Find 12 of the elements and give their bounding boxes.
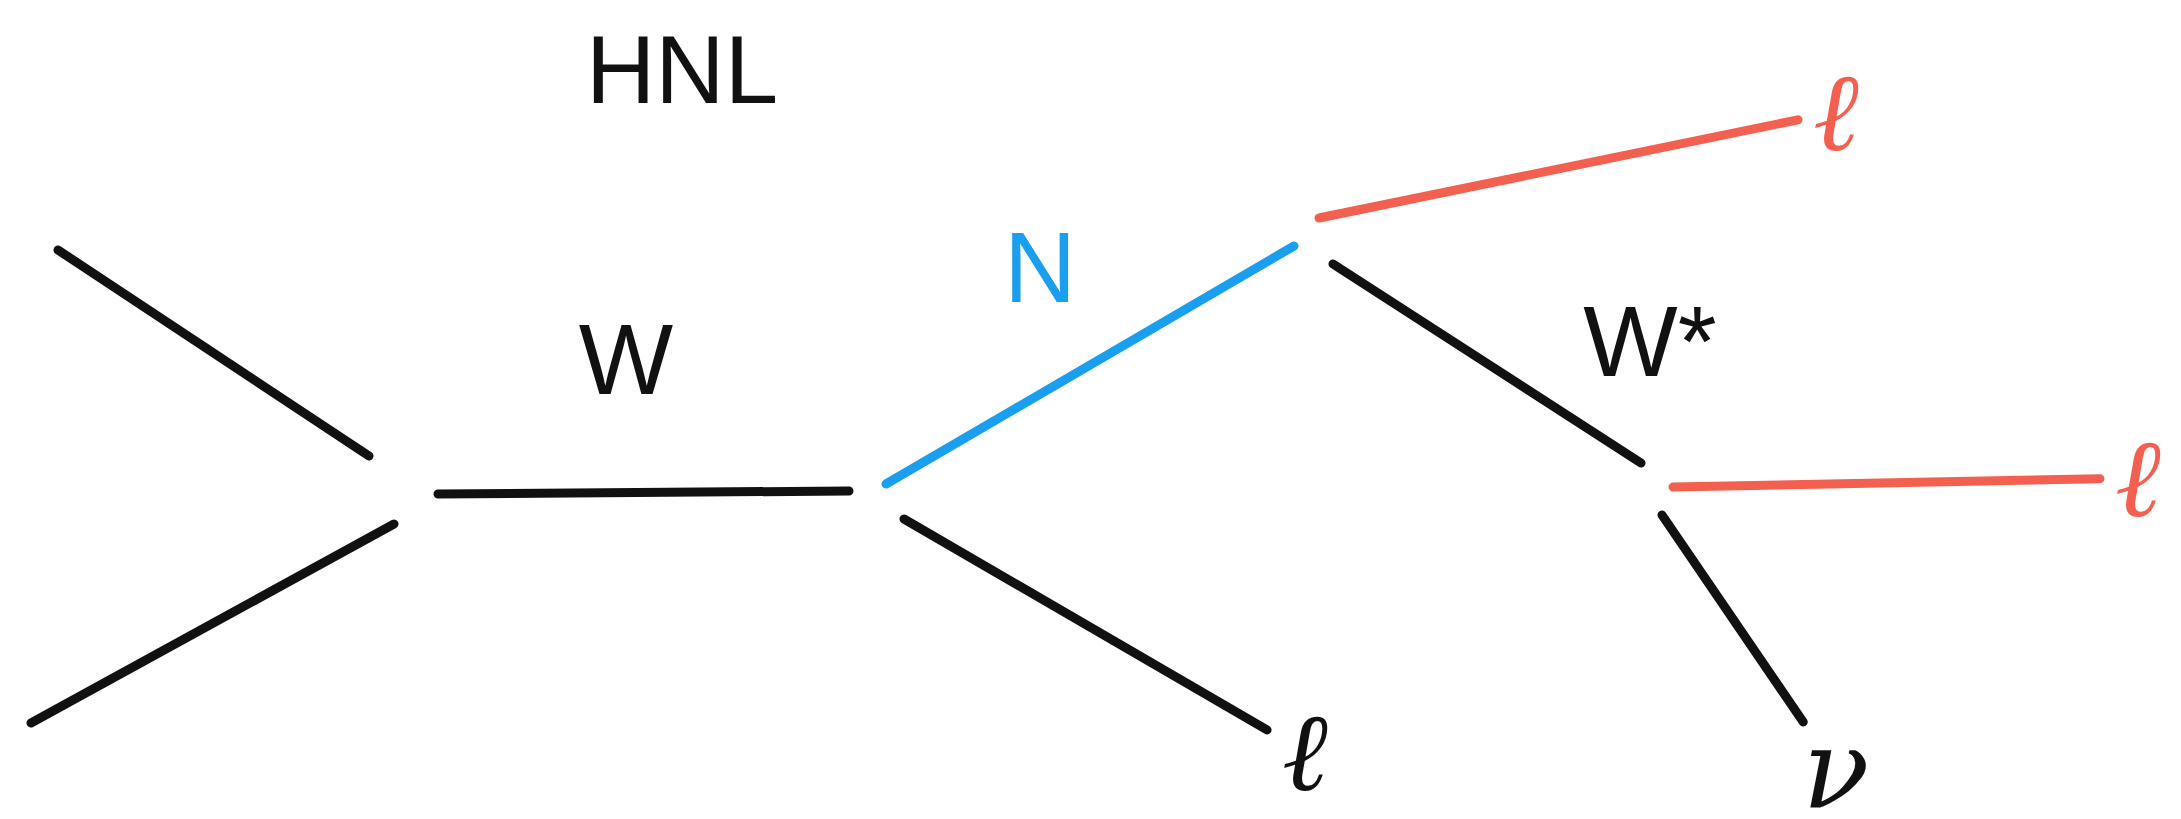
particle-line [1657, 510, 1808, 727]
particle-line [899, 514, 1272, 735]
particle-symbol: ν [1798, 722, 1874, 818]
particle-label: N [1003, 217, 1077, 317]
particle-symbol: ℓ [1798, 57, 1874, 167]
particle-label: W* [1583, 291, 1717, 391]
particle-line [1314, 115, 1803, 223]
particle-symbol: ℓ [2100, 423, 2176, 533]
particle-label: W [578, 309, 674, 409]
particle-line [1668, 474, 2105, 492]
particle-symbol: ℓ [1267, 697, 1343, 807]
diagram-title: HNL [586, 22, 778, 118]
